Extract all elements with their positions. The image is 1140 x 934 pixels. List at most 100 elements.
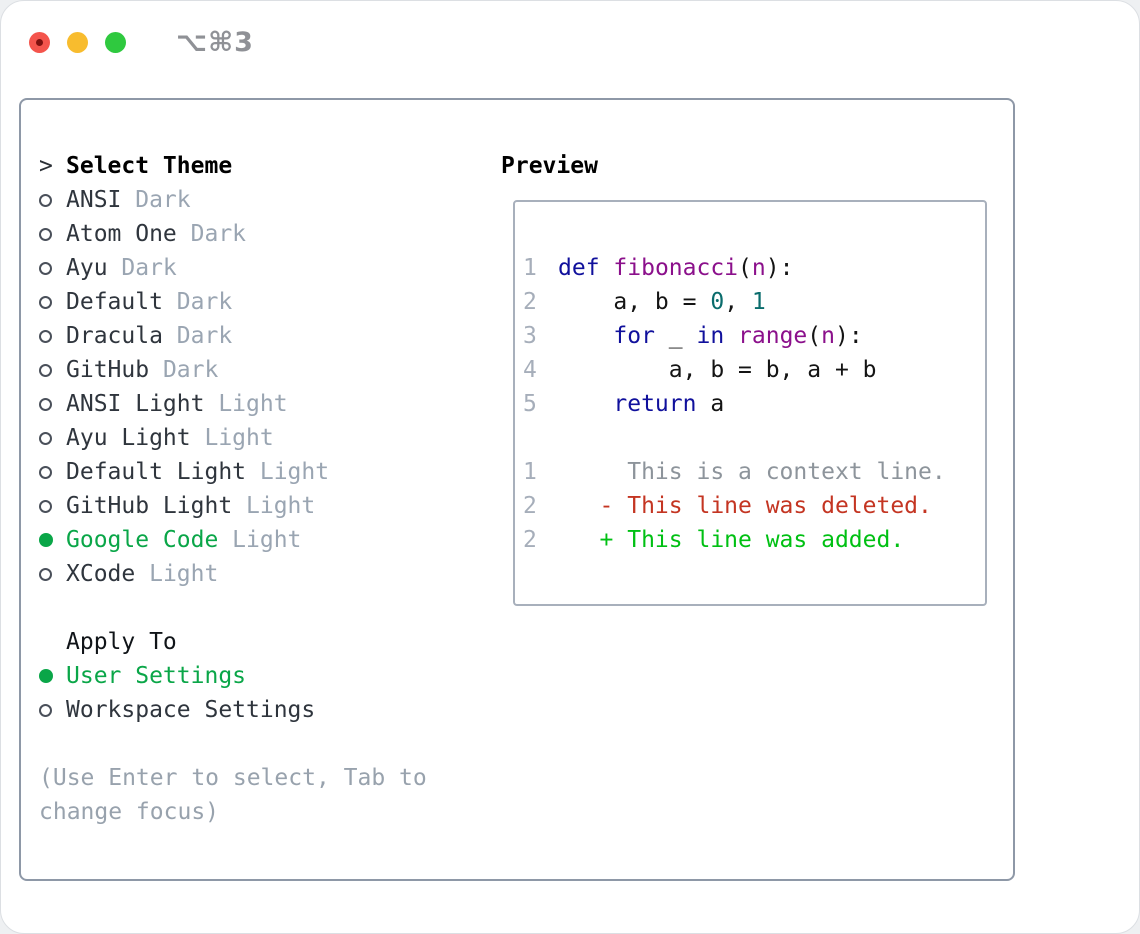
line-number: 4 [523, 357, 537, 383]
radio-cell [39, 703, 66, 717]
radio-icon [39, 669, 53, 683]
theme-variant: Dark [121, 255, 177, 281]
title-bar: ⌥⌘3 [29, 27, 254, 58]
line-number: 2 [523, 527, 537, 553]
code-token: return [613, 391, 697, 417]
code-token: a, b = [558, 289, 711, 315]
apply-to-option[interactable]: Workspace Settings [39, 693, 479, 727]
radio-icon [39, 397, 52, 411]
line-content: This is a context line. [558, 455, 946, 489]
theme-variant: Light [232, 527, 302, 553]
theme-name: ANSI Light [66, 391, 205, 417]
line-content: - This line was deleted. [558, 489, 932, 523]
code-token: n [751, 255, 766, 281]
radio-icon [39, 193, 52, 207]
code-line [523, 421, 985, 455]
theme-name: Dracula [66, 323, 163, 349]
spacer [39, 591, 479, 625]
theme-option[interactable]: ANSI Dark [39, 183, 479, 217]
radio-icon [39, 533, 53, 547]
theme-name: Atom One [66, 221, 177, 247]
code-token: ): [835, 323, 863, 349]
theme-option[interactable]: Ayu Light Light [39, 421, 479, 455]
line-content: def fibonacci(n): [558, 251, 793, 285]
radio-cell [39, 499, 66, 513]
theme-name: Default Light [66, 459, 247, 485]
code-token: def [558, 255, 600, 281]
theme-option[interactable]: Default Light Light [39, 455, 479, 489]
prompt-icon: > [39, 153, 53, 179]
radio-cell [39, 431, 66, 445]
line-number: 5 [523, 391, 537, 417]
theme-variant: Light [204, 425, 274, 451]
line-number: 1 [523, 459, 537, 485]
code-token: n [821, 323, 836, 349]
radio-icon [39, 431, 52, 445]
line-content: + This line was added. [558, 523, 905, 557]
line-number: 1 [523, 255, 537, 281]
code-token: 0 [710, 289, 725, 315]
theme-variant: Dark [162, 357, 219, 383]
code-token: - This line was deleted. [558, 493, 932, 519]
zoom-button[interactable] [105, 32, 126, 53]
code-line: 4 a, b = b, a + b [523, 353, 985, 387]
line-number: 2 [523, 493, 537, 519]
radio-cell [39, 193, 66, 207]
apply-to-label: Workspace Settings [66, 697, 316, 723]
theme-variant: Dark [176, 323, 233, 349]
theme-name: ANSI [66, 187, 122, 213]
theme-variant: Light [149, 561, 219, 587]
theme-option[interactable]: GitHub Dark [39, 353, 479, 387]
radio-cell [39, 567, 66, 581]
window-title: ⌥⌘3 [176, 27, 254, 58]
code-token: a [696, 391, 725, 417]
code-line: 1 def fibonacci(n): [523, 251, 985, 285]
theme-name: Google Code [66, 527, 219, 553]
theme-name: GitHub [66, 357, 150, 383]
code-token [724, 323, 738, 349]
code-token: _ [654, 323, 697, 349]
radio-icon [39, 499, 52, 513]
theme-option[interactable]: Google Code Light [39, 523, 479, 557]
line-content: a, b = b, a + b [558, 353, 877, 387]
radio-cell [39, 465, 66, 479]
radio-cell [39, 363, 66, 377]
theme-name: Ayu Light [66, 425, 191, 451]
code-line: 2 a, b = 0, 1 [523, 285, 985, 319]
code-token: ( [807, 323, 822, 349]
theme-option[interactable]: GitHub Light Light [39, 489, 479, 523]
radio-cell [39, 533, 66, 547]
theme-option[interactable]: Dracula Dark [39, 319, 479, 353]
theme-option[interactable]: ANSI Light Light [39, 387, 479, 421]
radio-icon [39, 261, 52, 275]
help-text: (Use Enter to select, Tab to change focu… [39, 765, 427, 825]
minimize-button[interactable] [67, 32, 88, 53]
code-token [600, 255, 614, 281]
code-line: 1 This is a context line. [523, 455, 985, 489]
code-token: + This line was added. [558, 527, 905, 553]
line-number: 2 [523, 289, 537, 315]
radio-cell [39, 295, 66, 309]
theme-variant: Light [246, 493, 316, 519]
theme-variant: Light [218, 391, 288, 417]
apply-to-option[interactable]: User Settings [39, 659, 479, 693]
select-theme-header: > Select Theme [39, 149, 479, 183]
line-content: for _ in range(n): [558, 319, 863, 353]
radio-icon [39, 329, 52, 343]
theme-variant: Dark [135, 187, 191, 213]
line-number: 3 [523, 323, 537, 349]
theme-variant: Dark [176, 289, 233, 315]
code-token: in [696, 323, 725, 349]
theme-name: GitHub Light [66, 493, 233, 519]
code-line: 3 for _ in range(n): [523, 319, 985, 353]
close-button[interactable] [29, 32, 50, 53]
radio-cell [39, 227, 66, 241]
radio-cell [39, 669, 66, 683]
theme-variant: Light [259, 459, 330, 485]
